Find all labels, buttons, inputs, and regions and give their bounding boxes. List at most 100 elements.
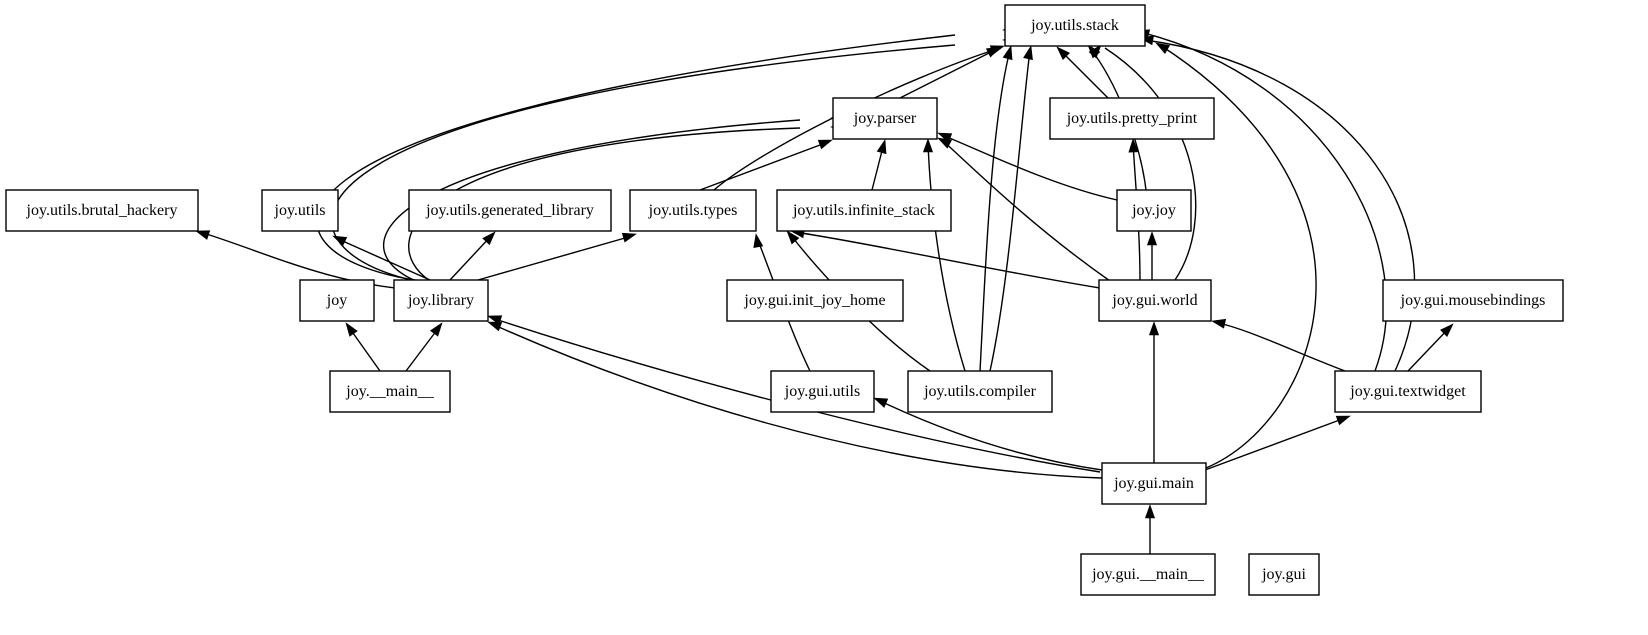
edge-main_mod-to-joy [345,322,381,372]
graph-node-main_mod[interactable]: joy.__main__ [329,370,451,413]
node-label: joy.utils.generated_library [425,202,594,219]
edge-parser-to-utils_stack [899,46,1001,99]
node-label: joy.joy [1131,202,1176,219]
arrow-head-icon [1148,321,1160,336]
graph-node-utils_types[interactable]: joy.utils.types [629,189,757,232]
graph-node-utils_brutal[interactable]: joy.utils.brutal_hackery [5,189,199,232]
node-box[interactable] [726,279,904,322]
edge-line [877,399,1103,471]
arrow-head-icon [332,235,348,247]
edge-library-to-utils [332,235,431,281]
node-box[interactable] [1116,189,1192,232]
edge-gui_main-to-gui_utils [873,397,1103,471]
edge-line [477,235,633,281]
edge-utils_compiler-to-utils_stack [989,45,1033,372]
edge-gui_textwidget-to-gui_world [1211,318,1346,372]
graph-node-utils_stack[interactable]: joy.utils.stack [1004,4,1146,47]
arrow-head-icon [345,322,358,337]
edge-line [491,323,1103,479]
node-label: joy.gui.textwidget [1349,383,1466,400]
edge-library-to-utils_types [477,232,637,281]
node-box[interactable] [1098,279,1212,322]
edge-utils_pretty_print-to-utils_stack [1056,46,1109,99]
graph-node-utils[interactable]: joy.utils [261,189,339,232]
graph-node-joy[interactable]: joy [299,279,375,322]
node-label: joy.utils.compiler [923,383,1037,400]
node-box[interactable] [1382,279,1564,322]
node-box[interactable] [261,189,339,232]
arrow-head-icon [753,233,764,248]
graph-node-utils_pretty_print[interactable]: joy.utils.pretty_print [1049,97,1215,140]
edge-line [1407,326,1451,372]
graph-node-gui_world[interactable]: joy.gui.world [1098,279,1212,322]
graph-node-parser[interactable]: joy.parser [832,97,938,140]
node-label: joy.utils.brutal_hackery [26,202,178,219]
edge-line [316,34,956,281]
node-box[interactable] [832,97,938,140]
arrow-head-icon [1335,415,1351,426]
edge-line [1204,417,1346,471]
edge-line [449,234,493,281]
arrow-head-icon [1211,318,1227,329]
edge-gui_world-to-parser [937,137,1111,282]
node-label: joy.gui.main [1113,475,1194,492]
node-box[interactable] [329,370,451,413]
edge-library-to-utils_stack [316,23,1017,281]
node-label: joy.gui.utils [784,383,860,400]
edge-line [1159,44,1317,469]
graph-node-gui_textwidget[interactable]: joy.gui.textwidget [1334,370,1482,413]
graph-node-gui_init_joy_home[interactable]: joy.gui.init_joy_home [726,279,904,322]
edge-line [941,134,1118,201]
arrow-head-icon [985,46,1001,58]
node-box[interactable] [299,279,375,322]
arrow-head-icon [487,321,503,332]
edge-joy_joy-to-parser [937,132,1118,201]
node-box[interactable] [5,189,199,232]
edge-line [794,231,1101,289]
arrow-head-icon [482,231,496,246]
edge-line [1059,49,1109,99]
node-label: joy.__main__ [345,383,434,400]
arrow-head-icon [1023,45,1033,61]
node-label: joy.utils [274,202,326,219]
node-box[interactable] [1101,462,1207,505]
edge-gui_main-to-gui_textwidget [1204,415,1351,471]
graph-node-utils_infinite[interactable]: joy.utils.infinite_stack [776,189,952,232]
graph-node-utils_genlib[interactable]: joy.utils.generated_library [408,189,612,232]
edge-utils_infinite-to-parser [871,139,887,191]
graph-node-gui_main_mod[interactable]: joy.gui.__main__ [1080,553,1216,596]
graph-node-library[interactable]: joy.library [393,279,489,322]
node-box[interactable] [1049,97,1215,140]
edge-utils_compiler-to-utils_stack [979,45,1013,372]
graph-node-gui_mousebindings[interactable]: joy.gui.mousebindings [1382,279,1564,322]
node-box[interactable] [1004,4,1146,47]
edge-line [699,141,829,191]
graph-node-gui_utils[interactable]: joy.gui.utils [770,370,875,413]
graph-node-gui[interactable]: joy.gui [1248,553,1320,596]
nodes-layer: joy.utils.stack joy.parser joy.utils.prett… [5,4,1564,596]
node-box[interactable] [1334,370,1482,413]
edge-gui_world-to-joy_joy [1146,231,1158,280]
edge-library-to-utils_stack [331,34,1017,283]
graph-node-utils_compiler[interactable]: joy.utils.compiler [907,370,1053,413]
arrow-head-icon [195,230,211,240]
node-box[interactable] [907,370,1053,413]
node-box[interactable] [393,279,489,322]
node-box[interactable] [1080,553,1216,596]
edge-gui_world-to-utils_types [790,228,1101,289]
arrow-head-icon [922,138,934,153]
node-label: joy.gui [1261,566,1306,583]
edge-line [335,237,431,281]
node-box[interactable] [1248,553,1320,596]
node-box[interactable] [770,370,875,413]
graph-node-gui_main[interactable]: joy.gui.main [1101,462,1207,505]
node-box[interactable] [776,189,952,232]
graph-node-joy_joy[interactable]: joy.joy [1116,189,1192,232]
node-box[interactable] [408,189,612,232]
node-label: joy.library [407,292,474,309]
node-box[interactable] [629,189,757,232]
arrow-head-icon [786,230,800,245]
arrow-head-icon [1146,231,1158,246]
arrow-head-icon [1088,44,1102,59]
